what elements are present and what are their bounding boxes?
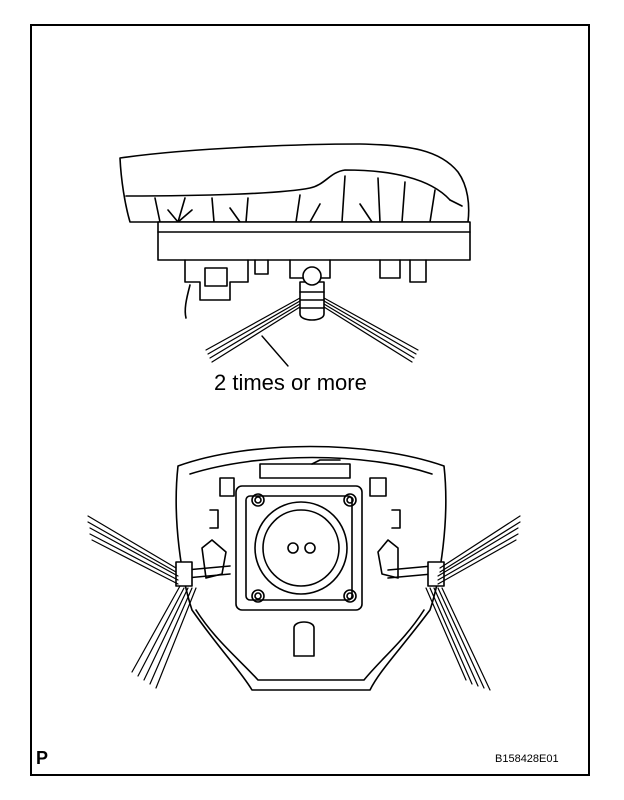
callout-label: 2 times or more [214, 370, 367, 395]
wire-bundles [87, 515, 521, 691]
airbag-side-view-illustration [119, 143, 471, 321]
wire-harness-illustration [205, 297, 419, 367]
airbag-rear-view-illustration [175, 445, 447, 691]
corner-mark: P [36, 748, 49, 768]
figure-id: B158428E01 [495, 753, 559, 765]
diagram-frame [30, 24, 590, 776]
